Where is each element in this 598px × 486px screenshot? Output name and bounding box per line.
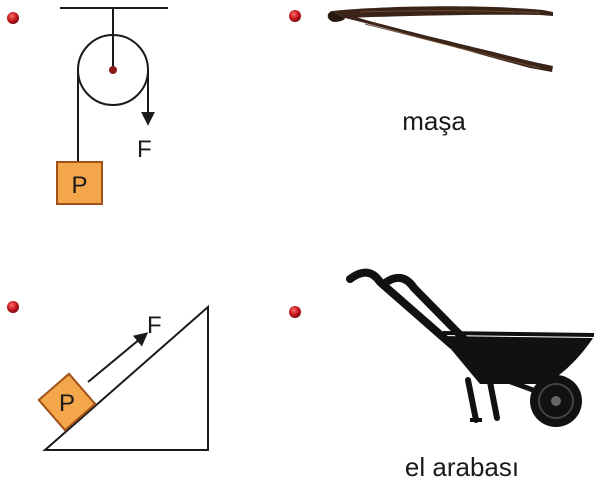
bullet-tongs: [289, 10, 301, 22]
incline-ramp: [42, 304, 209, 451]
tongs-caption: maşa: [402, 106, 466, 136]
incline-force-arrow: [87, 332, 149, 383]
tongs-icon: [327, 6, 553, 72]
pulley-diagram: [60, 7, 168, 162]
pulley-force-label: F: [137, 136, 152, 163]
incline-force-label: F: [147, 312, 162, 339]
incline-block-label: P: [59, 390, 75, 417]
pulley-block-label: P: [71, 172, 87, 199]
bullet-pulley: [7, 12, 19, 24]
pulley-axle: [109, 66, 117, 74]
incline-load-block: [37, 372, 97, 432]
incline-diagram: [42, 304, 209, 451]
pulley-load-block: P: [56, 161, 103, 205]
wheelbarrow-caption: el arabası: [405, 452, 519, 482]
bullet-incline: [7, 301, 19, 313]
wheelbarrow-icon: [346, 268, 595, 427]
bullet-wheelbarrow: [289, 306, 301, 318]
